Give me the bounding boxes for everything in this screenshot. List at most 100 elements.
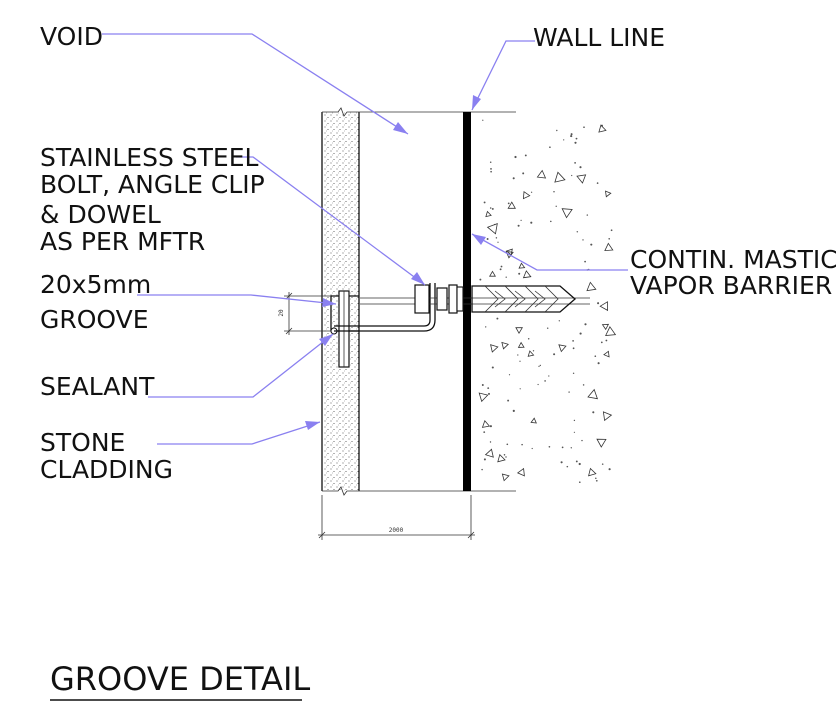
aggregate-dot: [482, 119, 484, 121]
aggregate-dot: [544, 380, 546, 382]
aggregate-dot: [573, 419, 576, 422]
aggregate-stone: [497, 453, 506, 463]
aggregate-dot: [546, 327, 549, 329]
aggregate-dot: [583, 126, 585, 129]
label-bolt-line2: BOLT, ANGLE CLIP: [40, 170, 265, 199]
aggregate-dot: [527, 337, 530, 340]
aggregate-dot: [548, 375, 550, 377]
aggregate-dot: [483, 458, 486, 461]
aggregate-dot: [573, 431, 576, 433]
aggregate-dot: [486, 238, 489, 240]
aggregate-dot: [596, 182, 599, 184]
aggregate-dot: [579, 166, 582, 169]
aggregate-dot: [530, 191, 533, 193]
groove-dimension-text: 20: [278, 309, 285, 317]
aggregate-dot: [514, 155, 517, 159]
aggregate-dot: [521, 443, 523, 446]
aggregate-dot: [488, 392, 490, 395]
aggregate-dot: [605, 339, 608, 342]
label-bolt-line3: & DOWEL: [40, 200, 161, 229]
aggregate-dot: [479, 278, 482, 281]
concrete-wall: [478, 119, 617, 484]
aggregate-dot: [507, 202, 510, 205]
aggregate-dot: [576, 231, 579, 233]
aggregate-dot: [519, 388, 521, 390]
aggregate-dot: [538, 365, 540, 368]
aggregate-dot: [553, 191, 555, 193]
aggregate-dot: [572, 340, 574, 342]
aggregate-dot: [491, 366, 494, 369]
aggregate-dot: [496, 317, 499, 320]
aggregate-dot: [581, 439, 583, 442]
aggregate-dot: [600, 341, 603, 344]
aggregate-stone: [586, 281, 597, 292]
aggregate-dot: [555, 205, 557, 207]
aggregate-dot: [594, 355, 597, 358]
aggregate-dot: [574, 141, 577, 144]
aggregate-dot: [489, 161, 492, 164]
label-groove-line1: 20x5mm: [40, 270, 151, 299]
aggregate-dot: [518, 272, 521, 275]
aggregate-dot: [549, 146, 551, 149]
aggregate-dot: [595, 477, 597, 479]
aggregate-dot: [490, 170, 492, 173]
aggregate-dot: [520, 219, 522, 222]
aggregate-stone: [485, 210, 492, 218]
aggregate-dot: [539, 364, 541, 367]
aggregate-dot: [595, 479, 598, 482]
aggregate-stone: [605, 326, 617, 336]
aggregate-stone: [596, 438, 607, 448]
label-void: VOID: [40, 22, 103, 51]
label-stone-line1: STONE: [40, 428, 125, 457]
aggregate-dot: [499, 268, 502, 271]
label-wall-line: WALL LINE: [533, 23, 665, 52]
aggregate-stone: [490, 344, 499, 353]
aggregate-dot: [570, 447, 572, 449]
title-text: GROOVE DETAIL: [50, 660, 310, 698]
aggregate-dot: [578, 462, 581, 466]
aggregate-dot: [505, 276, 507, 278]
aggregate-dot: [584, 323, 587, 326]
aggregate-dot: [568, 391, 570, 393]
label-groove-line2: GROOVE: [40, 305, 149, 334]
aggregate-stone: [587, 388, 599, 400]
label-bolt-line4: AS PER MFTR: [40, 227, 205, 256]
aggregate-stone: [527, 350, 535, 357]
aggregate-stone: [522, 190, 531, 200]
aggregate-dot: [584, 260, 586, 263]
overall-dimension-text: 2000: [389, 527, 404, 534]
aggregate-dot: [582, 384, 585, 386]
aggregate-dot: [517, 224, 520, 227]
aggregate-dot: [570, 133, 573, 136]
aggregate-dot: [522, 172, 525, 175]
labels: VOID WALL LINE STAINLESS STEEL BOLT, ANG…: [40, 22, 836, 484]
aggregate-stone: [530, 417, 537, 424]
aggregate-dot: [506, 443, 509, 446]
aggregate-dot: [597, 302, 600, 305]
aggregate-dot: [500, 265, 503, 268]
label-mastic-line1: CONTIN. MASTIC: [630, 245, 836, 274]
overall-dimension: 2000: [318, 495, 475, 540]
aggregate-dot: [563, 139, 565, 141]
aggregate-dot: [550, 220, 552, 223]
aggregate-dot: [530, 221, 533, 224]
aggregate-dot: [610, 229, 613, 232]
aggregate-dot: [572, 372, 575, 375]
aggregate-dot: [566, 465, 569, 468]
aggregate-dot: [508, 374, 511, 376]
aggregate-dot: [570, 135, 573, 138]
aggregate-stone: [501, 473, 510, 482]
aggregate-dot: [572, 347, 575, 350]
aggregate-stone: [598, 124, 607, 133]
aggregate-stone: [604, 242, 614, 252]
aggregate-dot: [561, 446, 564, 449]
aggregate-dot: [519, 360, 521, 362]
aggregate-dot: [582, 239, 584, 241]
aggregate-stone: [588, 467, 597, 477]
label-mastic-line2: VAPOR BARRIER: [630, 271, 832, 300]
aggregate-stone: [507, 201, 516, 209]
aggregate-dot: [512, 409, 515, 412]
aggregate-stone: [484, 448, 494, 458]
aggregate-stone: [478, 392, 489, 403]
aggregate-stone: [599, 301, 609, 312]
